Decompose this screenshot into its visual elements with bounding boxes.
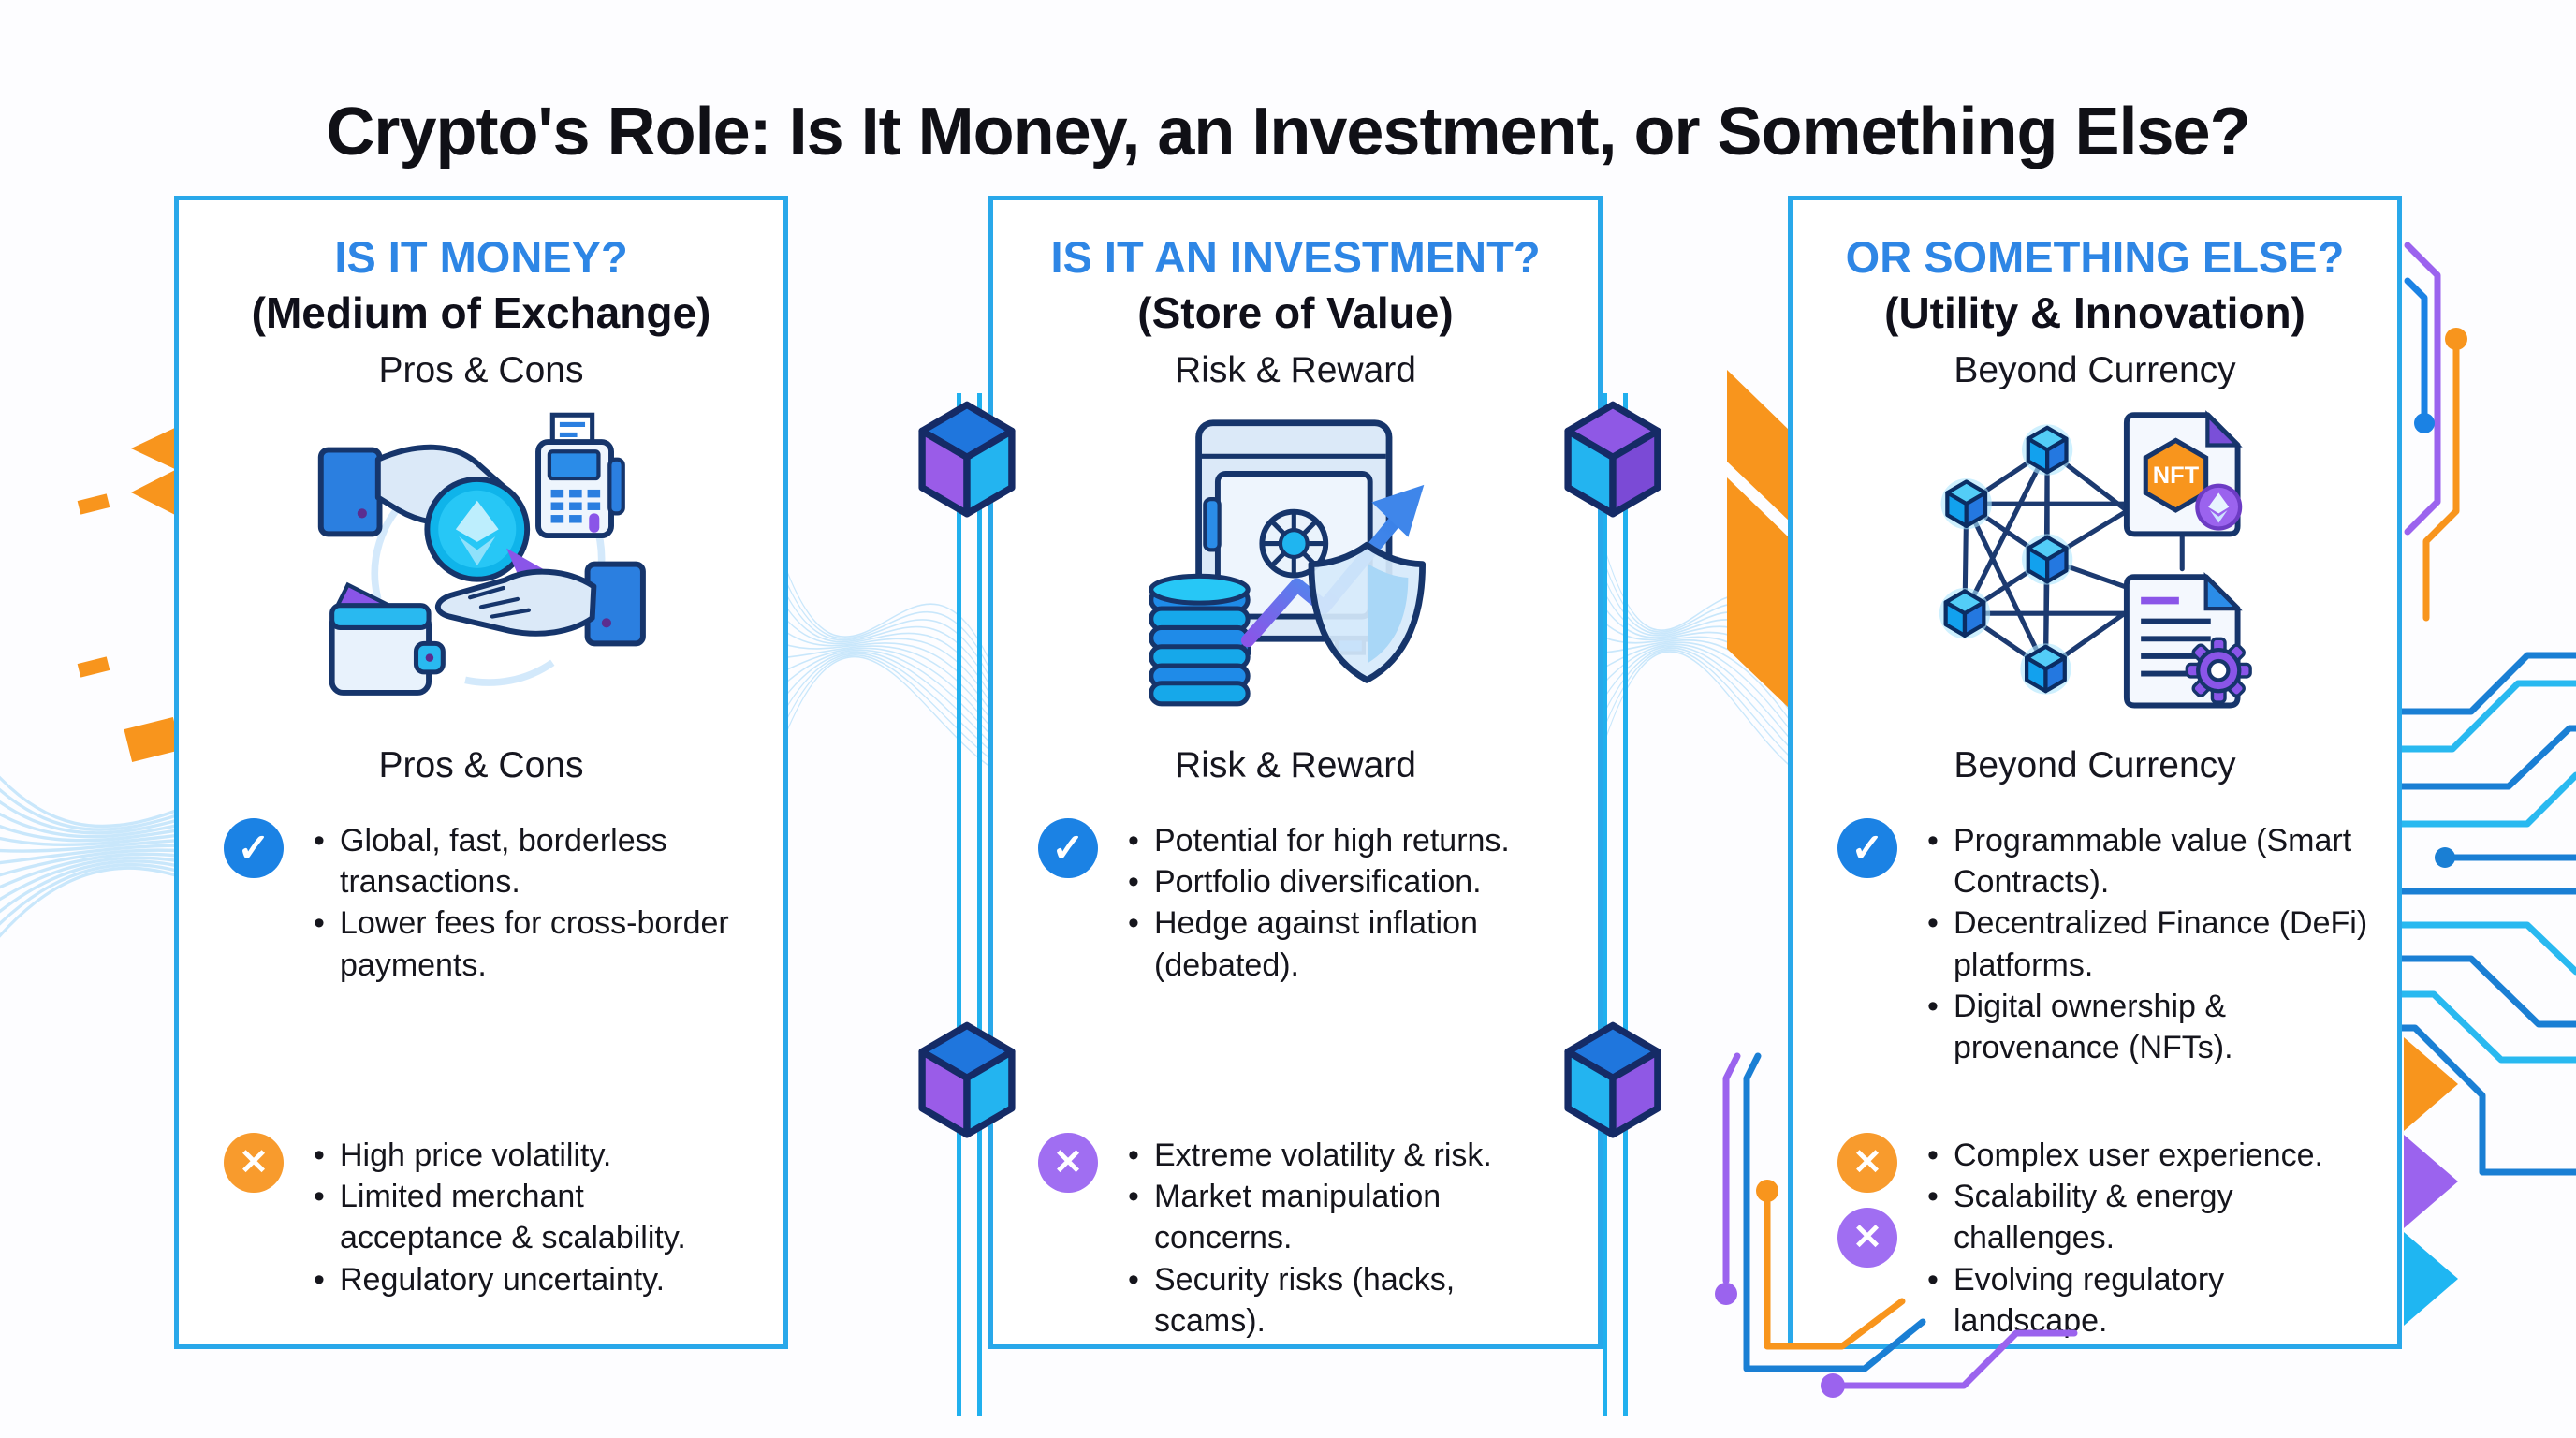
con-item: Limited merchant acceptance & scalabilit… [310,1176,755,1258]
crypto-payment-illustration [285,401,678,734]
panel-heading: OR SOMETHING ELSE? [1845,232,2345,282]
illustration-caption: Risk & Reward [1175,745,1416,786]
cube-icon [1564,401,1661,518]
con-item: Complex user experience. [1924,1135,2369,1176]
cons-section: ✕ Extreme volatility & risk. Market mani… [1038,1133,1570,1342]
connector-line [977,393,982,1416]
cube-icon [1564,1021,1661,1138]
connector-line [1603,393,1607,1416]
orange-chevrons [1727,370,1790,709]
nft-badge-label: NFT [2153,462,2200,489]
con-item: Scalability & energy challenges. [1924,1176,2369,1258]
circuit-traces-bottom [1715,1052,2078,1398]
pro-item: Portfolio diversification. [1124,861,1570,902]
panel-heading: IS IT AN INVESTMENT? [1050,232,1541,282]
pros-section: ✓ Global, fast, borderless transactions.… [224,818,755,1101]
orange-triangle [131,468,179,517]
circuit-traces-right [2398,242,2576,1326]
wave-lines-mid1 [783,559,994,770]
panel-subheading: (Store of Value) [1137,287,1454,337]
panel-tagline: Pros & Cons [378,350,584,391]
illustration-caption: Pros & Cons [378,745,584,786]
con-item: Regulatory uncertainty. [310,1259,755,1300]
vault-growth-illustration [1099,401,1492,734]
pro-item: Potential for high returns. [1124,820,1570,861]
con-item: Market manipulation concerns. [1124,1176,1570,1258]
cons-section: ✕ ✕ Complex user experience. Scalability… [1837,1133,2369,1342]
check-icon: ✓ [224,818,284,879]
illustration-caption: Beyond Currency [1954,745,2236,786]
panel-is-it-an-investment: IS IT AN INVESTMENT? (Store of Value) Ri… [988,196,1603,1349]
cross-icon: ✕ [1837,1133,1897,1194]
panel-heading: IS IT MONEY? [334,232,628,282]
cube-icon [918,401,1016,518]
panel-subheading: (Utility & Innovation) [1884,287,2305,337]
panel-or-something-else: OR SOMETHING ELSE? (Utility & Innovation… [1788,196,2402,1349]
con-item: High price volatility. [310,1135,755,1176]
orange-dash [77,493,110,515]
connector-line [957,393,961,1416]
cross-icon: ✕ [1837,1208,1897,1269]
cross-icon: ✕ [1038,1133,1098,1194]
pros-section: ✓ Potential for high returns. Portfolio … [1038,818,1570,1101]
page-title: Crypto's Role: Is It Money, an Investmen… [326,95,2250,170]
panel-tagline: Beyond Currency [1954,350,2236,391]
blockchain-network-illustration: NFT [1898,401,2291,734]
panel-is-it-money: IS IT MONEY? (Medium of Exchange) Pros &… [174,196,788,1349]
cons-section: ✕ High price volatility. Limited merchan… [224,1133,755,1300]
pro-item: Decentralized Finance (DeFi) platforms. [1924,902,2369,985]
panel-subheading: (Medium of Exchange) [251,287,711,337]
cross-icon: ✕ [224,1133,284,1194]
connector-line [1623,393,1628,1416]
check-icon: ✓ [1038,818,1098,879]
orange-triangle [131,426,179,471]
pro-item: Hedge against inflation (debated). [1124,902,1570,985]
pro-item: Global, fast, borderless transactions. [310,820,755,902]
pro-item: Programmable value (Smart Contracts). [1924,820,2369,902]
con-item: Extreme volatility & risk. [1124,1135,1570,1176]
check-icon: ✓ [1837,818,1897,879]
pro-item: Lower fees for cross-border payments. [310,902,755,985]
con-item: Security risks (hacks, scams). [1124,1259,1570,1342]
panel-tagline: Risk & Reward [1175,350,1416,391]
cube-icon [918,1021,1016,1138]
pros-section: ✓ Programmable value (Smart Contracts). … [1837,818,2369,1101]
pro-item: Digital ownership & provenance (NFTs). [1924,986,2369,1068]
